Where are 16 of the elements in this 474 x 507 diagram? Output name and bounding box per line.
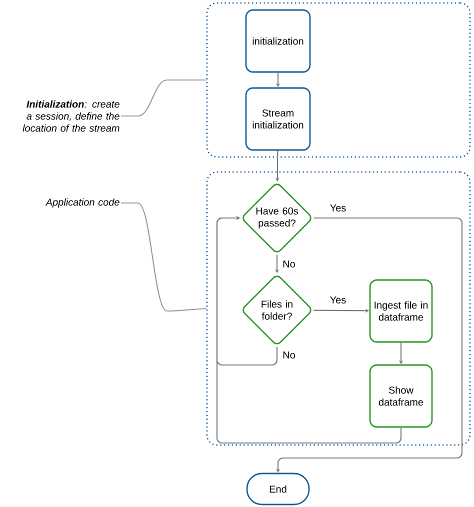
process-box: Ingest file in dataframe [369,279,433,343]
leader-line [121,79,206,117]
dotted-frame [206,171,471,446]
edge-label: Yes [328,296,348,304]
leader-line [121,202,206,312]
edge-label: No [282,260,296,268]
edge-label: No [282,350,296,360]
process-box: initialization [245,9,311,73]
callout-text: Initialization: create a session, define the location of the stream [22,100,120,132]
callout-text: Application code [45,198,120,208]
terminal-box: End [246,472,310,506]
process-box: Stream initialization [245,87,311,151]
arrow [216,216,402,444]
dotted-frame [206,2,471,158]
process-box: Show dataframe [369,364,433,428]
edge-label: Yes [328,204,348,212]
